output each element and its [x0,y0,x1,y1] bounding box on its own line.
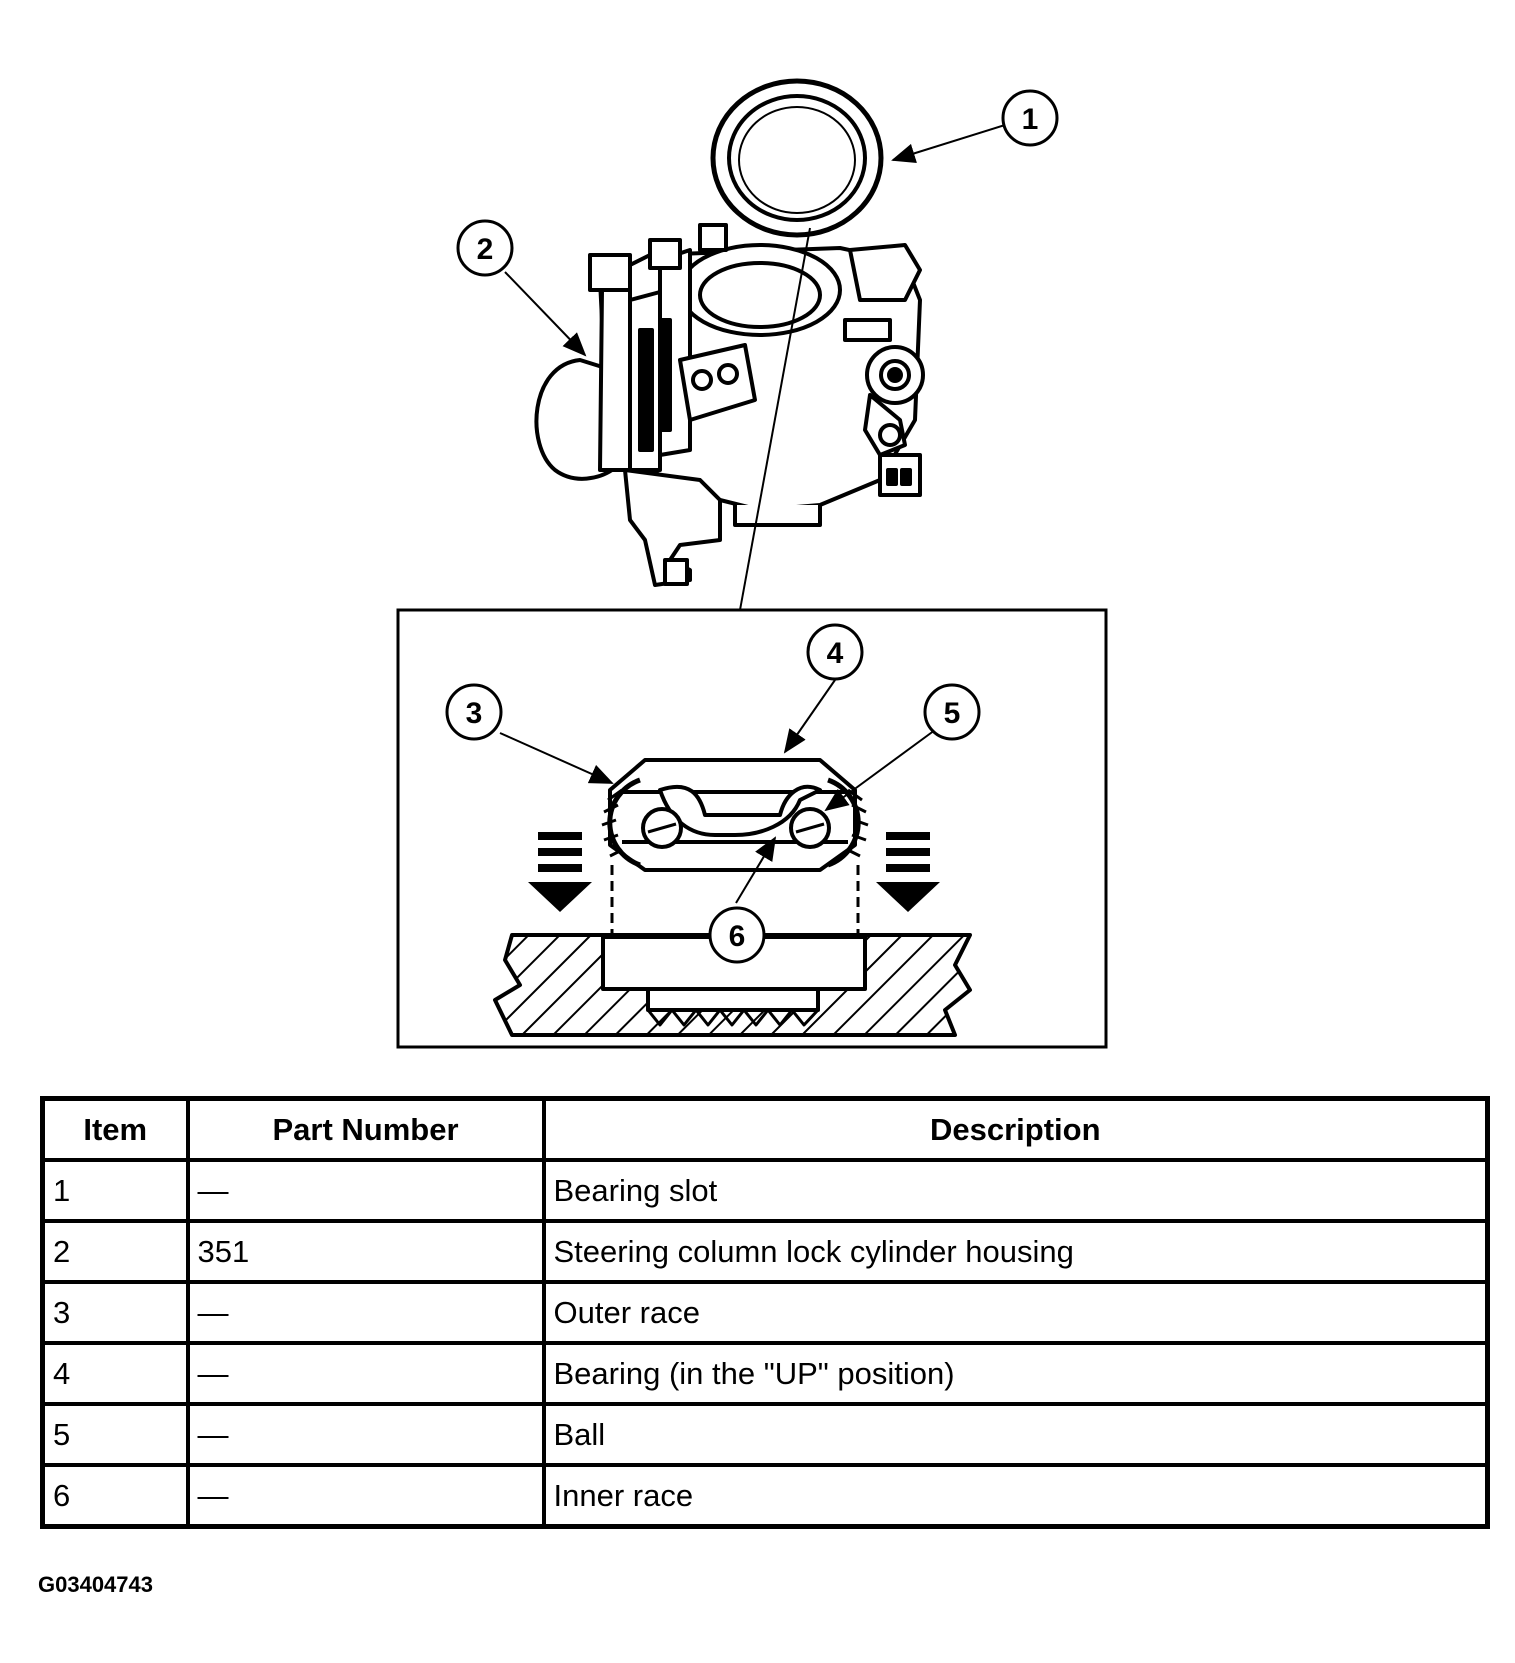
cell-description: Steering column lock cylinder housing [541,1219,1490,1284]
figure-id: G03404743 [38,1572,153,1597]
table-row: 3 — Outer race [40,1280,1490,1345]
cell-part-number: — [185,1158,546,1223]
svg-text:1: 1 [1022,103,1039,136]
table-header-row: Item Part Number Description [40,1096,1490,1162]
callout-6: 6 [708,906,766,964]
detail-leader-line [739,227,811,611]
svg-text:4: 4 [827,637,844,670]
bearing-cross-section [493,758,972,1037]
table-row: 5 — Ball [40,1402,1490,1467]
cell-description: Bearing slot [541,1158,1490,1223]
cell-part-number: — [185,1341,546,1406]
cell-part-number: — [185,1463,546,1529]
svg-text:3: 3 [466,697,483,730]
header-item: Item [40,1096,190,1162]
cell-item: 4 [40,1341,190,1406]
header-part-number: Part Number [185,1096,546,1162]
table-row: 6 — Inner race [40,1463,1490,1529]
svg-text:5: 5 [944,697,961,730]
callout-5: 5 [923,683,981,741]
svg-text:2: 2 [477,233,494,266]
cell-item: 1 [40,1158,190,1223]
header-description: Description [541,1096,1490,1162]
table-row: 4 — Bearing (in the "UP" position) [40,1341,1490,1406]
cell-description: Inner race [541,1463,1490,1529]
cell-description: Outer race [541,1280,1490,1345]
callout-2: 2 [456,219,514,277]
parts-table: Item Part Number Description 1 — Bearing… [40,1096,1490,1529]
svg-text:6: 6 [729,920,746,953]
cell-description: Ball [541,1402,1490,1467]
cell-item: 5 [40,1402,190,1467]
press-arrow-left [528,832,592,912]
cell-item: 2 [40,1219,190,1284]
lock-cylinder-housing [534,223,925,587]
detail-box [396,608,1108,1049]
cell-part-number: — [185,1402,546,1467]
callout-4: 4 [806,623,864,681]
bearing-ring [710,78,884,238]
table-row: 1 — Bearing slot [40,1158,1490,1223]
cell-part-number: — [185,1280,546,1345]
press-arrow-right [876,832,940,912]
callout-3: 3 [445,683,503,741]
cell-item: 6 [40,1463,190,1529]
bearing-installation-diagram: 1 2 3 4 5 6 [396,78,1108,1049]
cell-part-number: 351 [185,1219,546,1284]
cell-description: Bearing (in the "UP" position) [541,1341,1490,1406]
table-row: 2 351 Steering column lock cylinder hous… [40,1219,1490,1284]
callout-1: 1 [1001,89,1059,147]
cell-item: 3 [40,1280,190,1345]
callout-leaders [499,124,1006,904]
